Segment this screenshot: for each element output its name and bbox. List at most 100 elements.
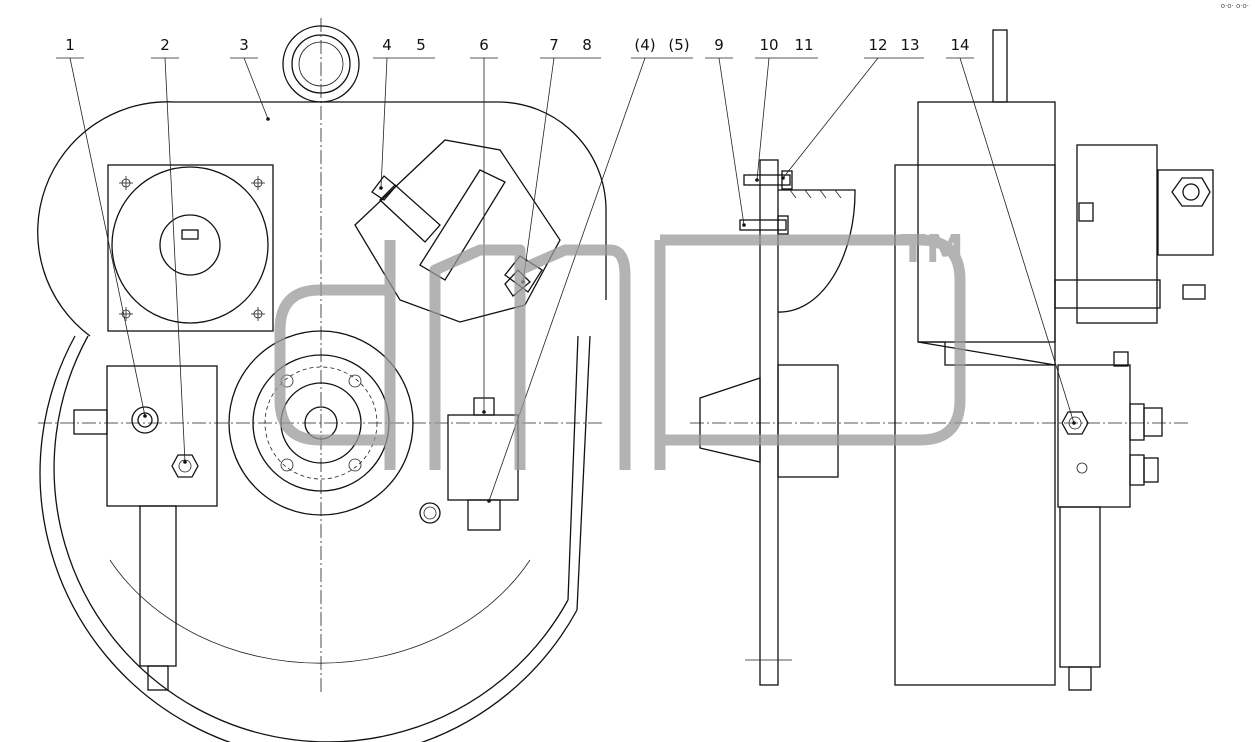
callout-label-12: 12 xyxy=(868,36,887,54)
cone-hub xyxy=(699,377,761,463)
hub-bolt-circle xyxy=(264,366,378,480)
callout-dot-6 xyxy=(482,410,486,414)
top-nut-bore xyxy=(298,41,344,87)
callout-label-2: 2 xyxy=(160,36,170,54)
valve-port-left xyxy=(73,409,108,435)
callout-label-10: 10 xyxy=(759,36,778,54)
side-valve-cap xyxy=(1113,351,1129,367)
side-support-rod xyxy=(1059,506,1101,668)
actuator-arm xyxy=(1054,279,1161,309)
side-view xyxy=(690,29,1214,691)
upper-housing xyxy=(37,101,607,337)
actuator-roller xyxy=(1182,284,1206,300)
mid-step xyxy=(917,341,1056,366)
bolt-lower xyxy=(739,219,787,231)
callout-label-11: 11 xyxy=(794,36,813,54)
hub-flange-outer xyxy=(228,330,414,516)
callout-leader-9 xyxy=(718,57,745,226)
support-rod xyxy=(139,505,177,667)
side-port-1-end xyxy=(1143,407,1163,437)
solenoid-stem-bottom xyxy=(467,499,501,531)
gusset xyxy=(777,189,856,313)
side-port-1 xyxy=(1129,403,1145,441)
callout-label-9: 9 xyxy=(714,36,724,54)
callout-dot-p4p xyxy=(487,499,491,503)
top-nut-outer xyxy=(282,25,360,103)
watermark-letter-m xyxy=(429,244,631,470)
callout-label-5: 5 xyxy=(416,36,426,54)
callout-leader-10 xyxy=(756,57,770,181)
callout-label-13: 13 xyxy=(900,36,919,54)
callout-label-p5p: (5) xyxy=(668,36,689,54)
flange-bolt-holes xyxy=(119,176,265,321)
front-view xyxy=(37,18,607,742)
side-port-2 xyxy=(1129,454,1145,486)
valve-block xyxy=(106,365,218,507)
top-block xyxy=(917,101,1056,343)
callout-dot-9 xyxy=(742,223,746,227)
callout-leader-14 xyxy=(959,57,1075,424)
side-port-2-end xyxy=(1143,457,1159,483)
corner-mark: o·o· o·o· xyxy=(1220,2,1249,10)
callout-label-14: 14 xyxy=(950,36,969,54)
fitting-2-hex xyxy=(171,454,199,478)
top-shaft xyxy=(992,29,1008,103)
callout-leader-1 xyxy=(69,57,146,417)
callout-label-8: 8 xyxy=(582,36,592,54)
small-plug-outer xyxy=(419,502,441,524)
callout-dot-4 xyxy=(379,186,383,190)
small-plug-inner xyxy=(423,506,437,520)
actuator-bracket xyxy=(1157,169,1214,256)
callout-label-1: 1 xyxy=(65,36,75,54)
bolt-lower-head xyxy=(777,215,789,235)
callout-label-4: 4 xyxy=(382,36,392,54)
callout-label-6: 6 xyxy=(479,36,489,54)
callout-leader-4 xyxy=(380,57,388,189)
callout-dot-3 xyxy=(266,117,270,121)
callout-dot-1 xyxy=(143,414,147,418)
solenoid-body xyxy=(447,414,519,501)
actuator-fitting-hex xyxy=(1171,177,1211,207)
callout-label-3: 3 xyxy=(239,36,249,54)
callout-label-7: 7 xyxy=(549,36,559,54)
bolt-upper xyxy=(743,174,791,186)
callout-dot-14 xyxy=(1072,421,1076,425)
top-nut-inner xyxy=(291,34,351,94)
flange-plate xyxy=(107,164,274,332)
fitting-4-cap xyxy=(371,175,397,201)
watermark-letter-p xyxy=(654,234,966,470)
casing-bottom-arc xyxy=(109,559,531,664)
callout-dot-2 xyxy=(183,460,187,464)
angled-housing xyxy=(354,139,561,323)
flange-ring xyxy=(111,166,269,324)
callout-leader-7 xyxy=(522,57,555,283)
callout-leader-2 xyxy=(164,57,186,463)
actuator-body xyxy=(1076,144,1158,324)
callout-leader-12 xyxy=(782,57,879,179)
side-valve-hole xyxy=(1076,462,1088,474)
side-support-foot xyxy=(1068,666,1092,691)
callout-leader-3 xyxy=(243,57,269,120)
fitting-1-outer xyxy=(131,406,159,434)
fitting-1-inner xyxy=(137,412,153,428)
side-valve-block xyxy=(1057,364,1131,508)
callout-dot-12 xyxy=(781,176,785,180)
housing-body xyxy=(777,364,839,478)
watermark-letter-q xyxy=(274,240,396,470)
callout-dot-10 xyxy=(755,178,759,182)
main-housing xyxy=(894,164,1056,686)
watermark: TM xyxy=(274,227,966,470)
fitting-14-inner xyxy=(1068,416,1082,430)
lower-casing-outer xyxy=(39,335,591,742)
fitting-4-body xyxy=(379,184,441,243)
watermark-trademark: TM xyxy=(900,227,964,271)
bolt-upper-head xyxy=(781,170,793,190)
actuator-small-nut xyxy=(1078,202,1094,222)
callout-label-p4p: (4) xyxy=(634,36,655,54)
actuator-fitting-inner xyxy=(1182,183,1200,201)
keyway xyxy=(181,229,199,240)
gusset-hatch xyxy=(789,189,842,199)
support-rod-foot xyxy=(147,665,169,691)
